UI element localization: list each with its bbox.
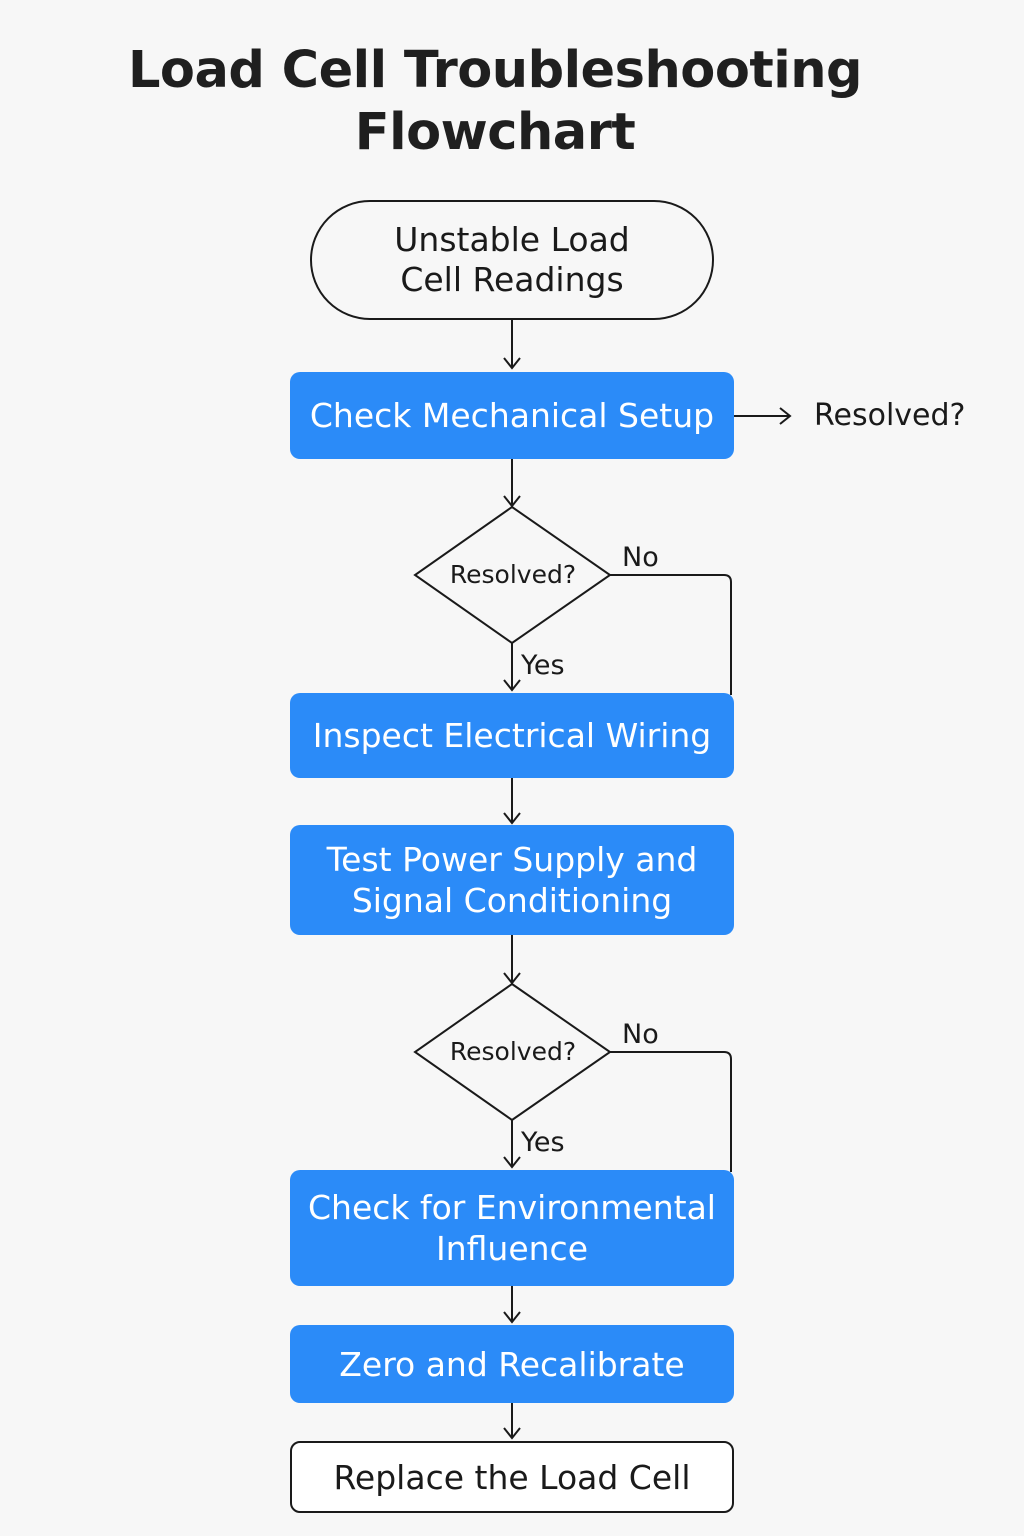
arrow-decision2-no	[610, 1051, 732, 1172]
side-resolved-label: Resolved?	[814, 398, 966, 433]
decision2-no-label: No	[622, 1019, 659, 1050]
power-supply-line-2: Signal Conditioning	[351, 881, 673, 920]
recalibrate-label: Zero and Recalibrate	[339, 1344, 685, 1384]
recalibrate-node: Zero and Recalibrate	[290, 1325, 734, 1403]
electrical-wiring-label: Inspect Electrical Wiring	[312, 716, 712, 755]
start-node-line-1: Unstable Load	[394, 220, 630, 259]
decision2-label: Resolved?	[449, 1037, 577, 1066]
page-title: Load Cell Troubleshooting Flowchart	[0, 40, 990, 164]
decision1-yes-label: Yes	[521, 650, 565, 681]
electrical-wiring-node: Inspect Electrical Wiring	[290, 693, 734, 778]
power-supply-node: Test Power Supply and Signal Conditionin…	[290, 825, 734, 935]
decision2-yes-label: Yes	[521, 1127, 565, 1158]
decision1-label: Resolved?	[449, 560, 577, 589]
title-line-2: Flowchart	[354, 103, 636, 162]
mechanical-setup-node: Check Mechanical Setup	[290, 372, 734, 459]
mechanical-setup-label: Check Mechanical Setup	[309, 396, 715, 435]
power-supply-line-1: Test Power Supply and	[326, 840, 698, 879]
environmental-line-1: Check for Environmental	[308, 1188, 716, 1227]
replace-load-cell-node: Replace the Load Cell	[290, 1441, 734, 1513]
arrow-decision1-no	[610, 574, 732, 695]
start-node-line-2: Cell Readings	[400, 260, 624, 299]
decision1-no-label: No	[622, 542, 659, 573]
title-line-1: Load Cell Troubleshooting	[127, 41, 863, 100]
environmental-influence-node: Check for Environmental Influence	[290, 1170, 734, 1286]
environmental-line-2: Influence	[435, 1229, 588, 1268]
start-node: Unstable Load Cell Readings	[310, 200, 714, 320]
replace-load-cell-label: Replace the Load Cell	[333, 1457, 691, 1497]
